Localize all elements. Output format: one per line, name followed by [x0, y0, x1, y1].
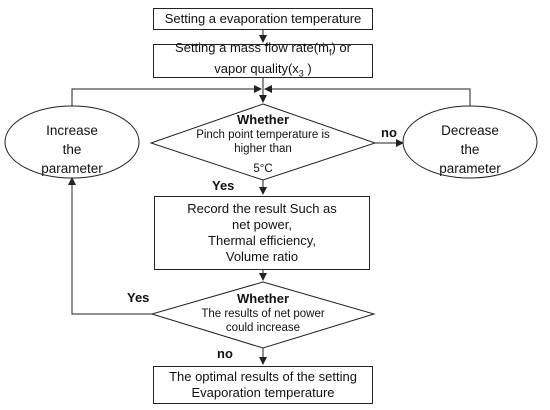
decision-net-power-diamond	[150, 281, 376, 349]
arrow-increase-loop	[71, 85, 262, 107]
set-temperature-text: Setting a evaporation temperature	[164, 11, 362, 26]
decision1-line3: 5°C	[253, 163, 273, 175]
record-line2: net power,	[232, 217, 292, 232]
decision2-line2: could increase	[225, 322, 301, 334]
arrow-decision2-to-increase	[68, 177, 152, 315]
no-label-decision1: no	[381, 125, 397, 140]
increase-parameter-ellipse	[4, 105, 140, 179]
no-label-decision2: no	[217, 346, 233, 361]
decision1-text: Whether Pinch point temperature is highe…	[173, 112, 353, 176]
record-line4: Volume ratio	[225, 249, 299, 264]
decision2-title: Whether	[237, 291, 289, 306]
record-line3: Thermal efficiency,	[208, 233, 316, 248]
record-result-box: Record the result Such as net power, The…	[154, 196, 370, 270]
set-flow-line2: vapor quality(x3 )	[214, 61, 312, 79]
arrow-decrease-loop	[264, 85, 471, 107]
set-evaporation-temperature-box: Setting a evaporation temperature	[153, 8, 373, 30]
decision2-line1: The results of net power	[201, 308, 325, 320]
record-line1: Record the result Such as	[187, 201, 337, 216]
decision1-title: Whether	[237, 112, 289, 127]
optimal-results-box: The optimal results of the setting Evapo…	[153, 366, 373, 404]
final-line1: The optimal results of the setting	[169, 369, 357, 384]
decision1-line2: higher than	[234, 143, 292, 155]
increase-parameter-text: Increase the parameter	[41, 123, 103, 176]
decision2-text: Whether The results of net power could i…	[178, 291, 348, 335]
decrease-parameter-ellipse	[402, 105, 538, 179]
yes-label-decision2: Yes	[127, 290, 150, 305]
yes-label-decision1: Yes	[212, 178, 235, 193]
decrease-parameter-text: Decrease the parameter	[439, 123, 501, 176]
decision-pinch-point-diamond	[149, 103, 377, 181]
final-line2: Evaporation temperature	[191, 385, 335, 400]
set-flow-line1: Setting a mass flow rate(ṁf) or	[175, 40, 351, 58]
set-mass-flow-box: Setting a mass flow rate(ṁf) or vapor qu…	[153, 40, 373, 79]
decision1-line1: Pinch point temperature is	[196, 129, 330, 141]
